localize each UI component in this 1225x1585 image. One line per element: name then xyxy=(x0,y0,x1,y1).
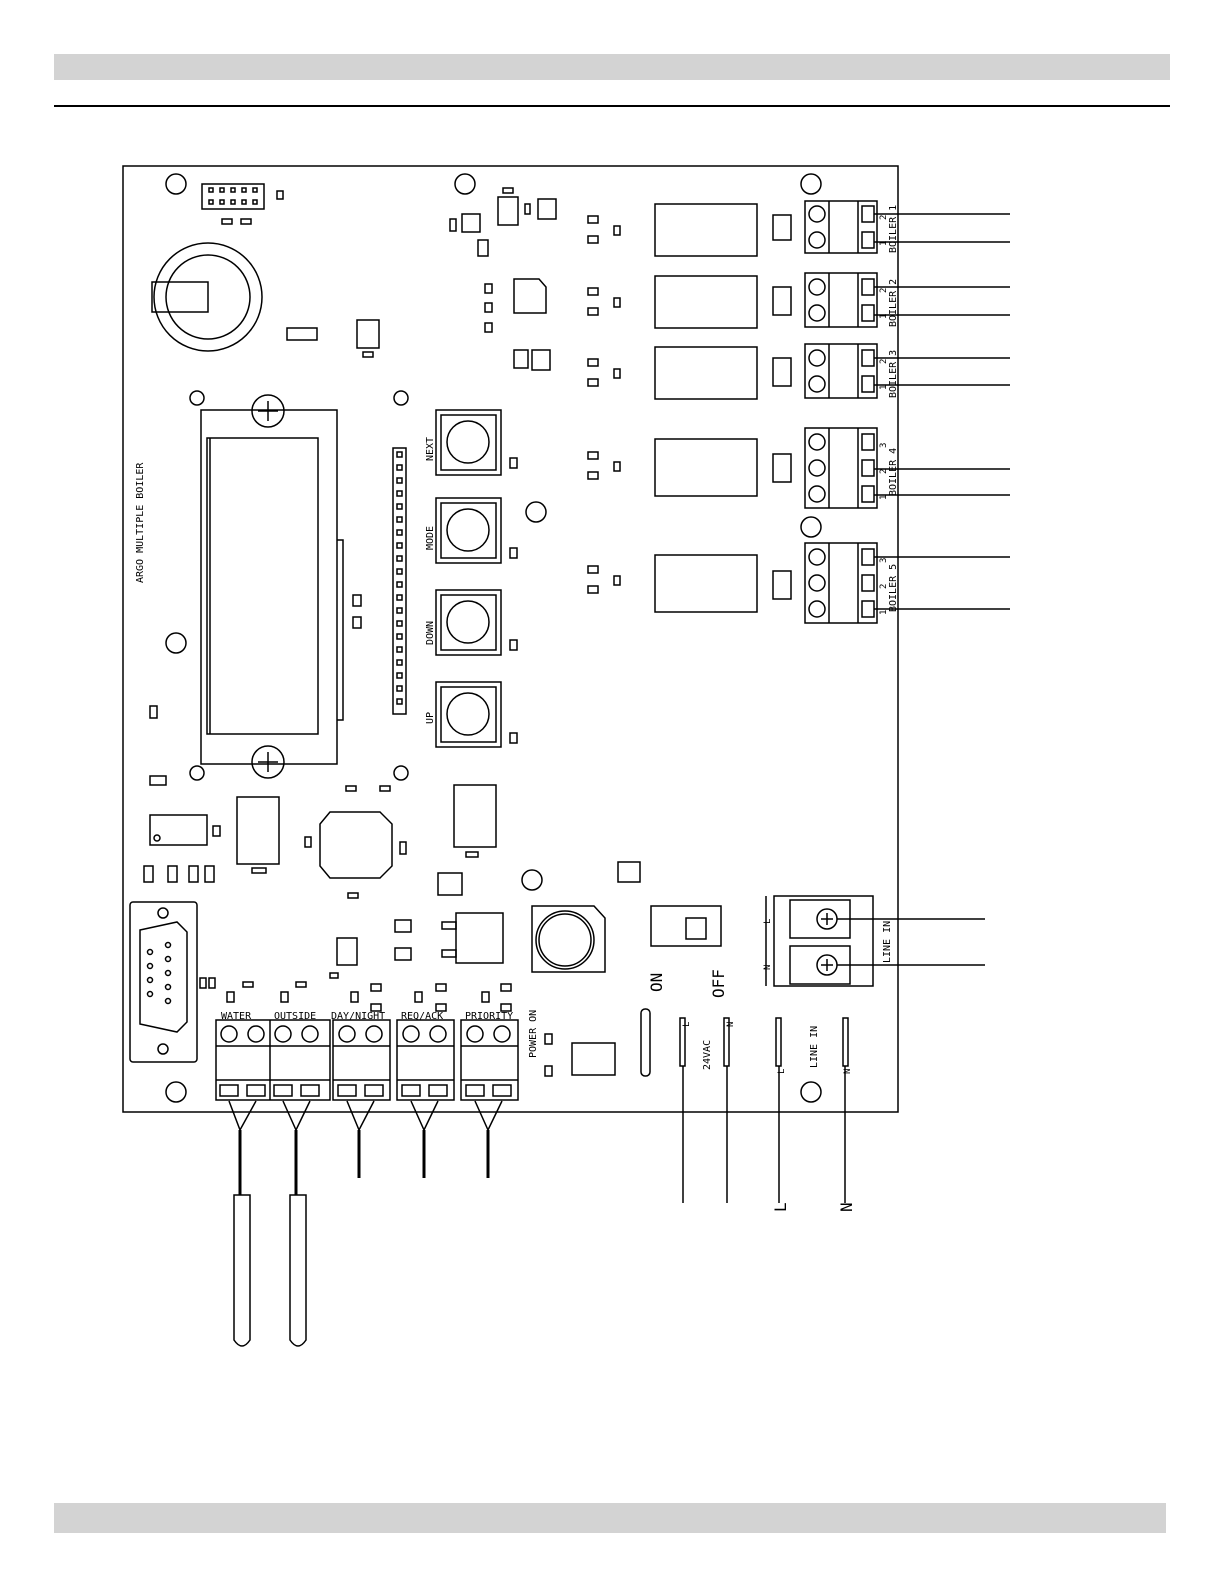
input-label-req-ack: REQ/ACK xyxy=(401,1011,443,1022)
input-terminal-blocks xyxy=(216,1020,518,1100)
input-label-day-night: DAY/NIGHT xyxy=(331,1011,385,1022)
relay-leds xyxy=(588,216,620,593)
boiler-terminal-blocks xyxy=(805,201,877,623)
ribbon-pin xyxy=(397,647,402,652)
input-label-outside: OUTSIDE xyxy=(274,1011,316,1022)
line-in-terminal xyxy=(766,896,985,986)
pin-wires xyxy=(683,1066,845,1203)
ribbon-pin xyxy=(397,595,402,600)
wire-label-l: L xyxy=(771,1202,790,1212)
ribbon-pin xyxy=(397,465,402,470)
boiler-5-pin-3: 3 xyxy=(879,558,889,563)
circuit-board xyxy=(123,166,898,1112)
lower-components xyxy=(144,776,640,978)
ribbon-pin xyxy=(397,686,402,691)
component xyxy=(353,595,361,606)
ribbon-pin xyxy=(397,660,402,665)
line-in-bottom-l: L xyxy=(777,1069,787,1074)
line-in-terminal-l: L xyxy=(763,919,773,924)
boiler-4-pin-1: 1 xyxy=(879,495,889,500)
smd-components-top xyxy=(450,188,556,370)
switch-on-label: ON xyxy=(647,973,666,992)
ribbon-pin xyxy=(397,621,402,626)
serial-port xyxy=(130,902,215,1062)
boiler-2-pin-1: 1 xyxy=(879,314,889,319)
input-label-priority: PRIORITY xyxy=(465,1011,513,1022)
component xyxy=(363,352,373,357)
boiler-3-pin-2: 2 xyxy=(879,359,889,364)
switch-off-label: OFF xyxy=(709,969,728,998)
ribbon-pin xyxy=(397,504,402,509)
ribbon-pin xyxy=(397,673,402,678)
ribbon-pin xyxy=(397,452,402,457)
ribbon-pin xyxy=(397,517,402,522)
input-leds xyxy=(227,982,615,1076)
component xyxy=(353,617,361,628)
boiler-output-wires xyxy=(874,214,1010,609)
line-in-bottom-label: LINE IN xyxy=(809,1026,820,1068)
vac-n: N xyxy=(726,1022,736,1027)
lcd-edge-connector xyxy=(337,540,343,720)
component xyxy=(287,328,317,340)
boiler-1-label: BOILER 1 xyxy=(888,205,899,253)
boiler-4-pin-2: 2 xyxy=(879,469,889,474)
button-label-up: UP xyxy=(425,712,436,724)
board-title: ARGO MULTIPLE BOILER xyxy=(135,462,146,583)
push-buttons xyxy=(436,410,517,747)
ribbon-pin xyxy=(397,530,402,535)
power-switch xyxy=(651,906,721,946)
sensor-cables xyxy=(240,1130,488,1195)
temperature-sensor-probes xyxy=(234,1195,306,1346)
vac-label: 24VAC xyxy=(702,1040,713,1070)
line-in-terminal-label: LINE IN xyxy=(882,921,893,963)
ribbon-pin xyxy=(397,556,402,561)
wire-label-n: N xyxy=(837,1202,856,1212)
input-label-water: WATER xyxy=(221,1011,252,1022)
component xyxy=(357,320,379,348)
line-in-bottom-n: N xyxy=(843,1069,853,1074)
vac-l: L xyxy=(682,1022,692,1027)
backup-battery xyxy=(152,243,262,351)
boiler-2-label: BOILER 2 xyxy=(888,279,899,327)
power-on-label: POWER ON xyxy=(528,1010,539,1058)
fuse xyxy=(641,1009,650,1076)
relays xyxy=(655,204,791,612)
pin-header xyxy=(202,184,283,224)
button-label-mode: MODE xyxy=(425,526,436,550)
ribbon-pin xyxy=(397,634,402,639)
ribbon-pin xyxy=(397,478,402,483)
ribbon-connector xyxy=(393,448,406,714)
button-label-next: NEXT xyxy=(425,437,436,461)
boiler-1-pin-1: 1 xyxy=(879,241,889,246)
ribbon-pin xyxy=(397,569,402,574)
boiler-2-pin-2: 2 xyxy=(879,288,889,293)
lcd-display xyxy=(201,395,337,778)
boiler-3-label: BOILER 3 xyxy=(888,350,899,398)
ribbon-pin xyxy=(397,699,402,704)
boiler-5-label: BOILER 5 xyxy=(888,564,899,612)
boiler-1-pin-2: 2 xyxy=(879,215,889,220)
ribbon-pin xyxy=(397,491,402,496)
sensor-wires xyxy=(229,1101,502,1130)
ribbon-connector-body xyxy=(393,448,406,714)
button-label-down: DOWN xyxy=(425,621,436,645)
ribbon-pin xyxy=(397,608,402,613)
line-in-terminal-n: N xyxy=(763,965,773,970)
component xyxy=(150,706,157,718)
ribbon-pin xyxy=(397,582,402,587)
boiler-4-pin-3: 3 xyxy=(879,443,889,448)
boiler-5-pin-1: 1 xyxy=(879,610,889,615)
boiler-4-label: BOILER 4 xyxy=(888,448,899,496)
boiler-3-pin-1: 1 xyxy=(879,385,889,390)
ribbon-pin xyxy=(397,543,402,548)
boiler-5-pin-2: 2 xyxy=(879,584,889,589)
